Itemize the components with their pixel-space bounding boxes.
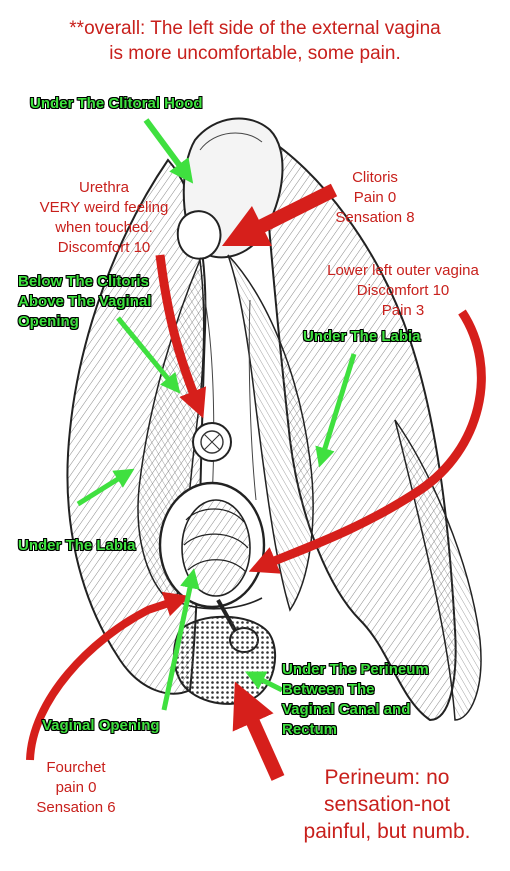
clitoris-shape <box>176 210 222 260</box>
overall-note-line: is more uncomfortable, some pain. <box>109 43 401 64</box>
label-line: Vaginal Canal and <box>282 701 411 718</box>
perineum-note: Perineum: no sensation-not painful, but … <box>282 764 492 845</box>
urethra-note: Urethra VERY weird feeling when touched.… <box>24 178 184 258</box>
fourchet-note-line: pain 0 <box>55 779 97 796</box>
perineum-arrow <box>232 681 285 781</box>
lower-left-note-line: Discomfort 10 <box>356 282 450 299</box>
under-labia-left-label: Under The Labia <box>18 536 136 556</box>
vaginal-opening-label: Vaginal Opening <box>42 716 160 736</box>
clitoris-note: Clitoris Pain 0 Sensation 8 <box>320 168 430 228</box>
label-line: Above The Vaginal <box>18 293 152 310</box>
urethra-note-line: VERY weird feeling <box>39 199 169 216</box>
under-perineum-arrow <box>245 671 284 693</box>
perineum-shape <box>173 615 277 705</box>
label-line: Between The <box>282 681 375 698</box>
label-line: Under The Labia <box>303 328 421 345</box>
clitoris-note-line: Pain 0 <box>353 189 397 206</box>
label-line: Under The Clitoral Hood <box>30 95 203 112</box>
fourchet-arrow <box>26 591 191 761</box>
hood-arrow <box>143 118 194 184</box>
fourchet-note: Fourchet pain 0 Sensation 6 <box>16 758 136 818</box>
clitoris-note-line: Clitoris <box>352 169 398 186</box>
lower-left-arrow <box>248 309 486 574</box>
under-perineum-label: Under The Perineum Between The Vaginal C… <box>282 660 429 740</box>
vaginal-opening-arrow <box>161 568 200 711</box>
lower-left-note-line: Pain 3 <box>381 302 425 319</box>
label-line: Below The Clitoris <box>18 273 149 290</box>
urethra-arrow <box>155 254 207 419</box>
label-line: Vaginal Opening <box>42 717 160 734</box>
urethra-note-line: Discomfort 10 <box>57 239 151 256</box>
perineum-note-line: painful, but numb. <box>303 820 471 843</box>
clitoris-arrow <box>221 183 338 247</box>
labia-right-arrow <box>315 353 357 468</box>
perineum-note-line: Perineum: no <box>324 766 450 789</box>
overall-note: **overall: The left side of the external… <box>20 16 490 66</box>
lower-left-note-line: Lower left outer vagina <box>327 262 479 279</box>
perineum-note-line: sensation-not <box>323 793 451 816</box>
fourchet-note-line: Sensation 6 <box>36 799 116 816</box>
below-clitoris-arrow <box>116 316 181 394</box>
under-labia-right-label: Under The Labia <box>303 327 421 347</box>
urethra-note-line: Urethra <box>78 179 130 196</box>
clitoris-note-line: Sensation 8 <box>335 209 415 226</box>
fourchet-note-line: Fourchet <box>46 759 106 776</box>
label-line: Under The Labia <box>18 537 136 554</box>
labia-left-arrow <box>76 468 135 507</box>
label-line: Rectum <box>282 721 338 738</box>
lower-left-note: Lower left outer vagina Discomfort 10 Pa… <box>298 261 508 321</box>
urethra-note-line: when touched. <box>55 219 153 236</box>
under-clitoral-hood-label: Under The Clitoral Hood <box>30 94 203 114</box>
label-line: Under The Perineum <box>282 661 429 678</box>
label-line: Opening <box>18 313 79 330</box>
overall-note-line: **overall: The left side of the external… <box>69 18 441 39</box>
below-clitoris-label: Below The Clitoris Above The Vaginal Ope… <box>18 272 151 332</box>
